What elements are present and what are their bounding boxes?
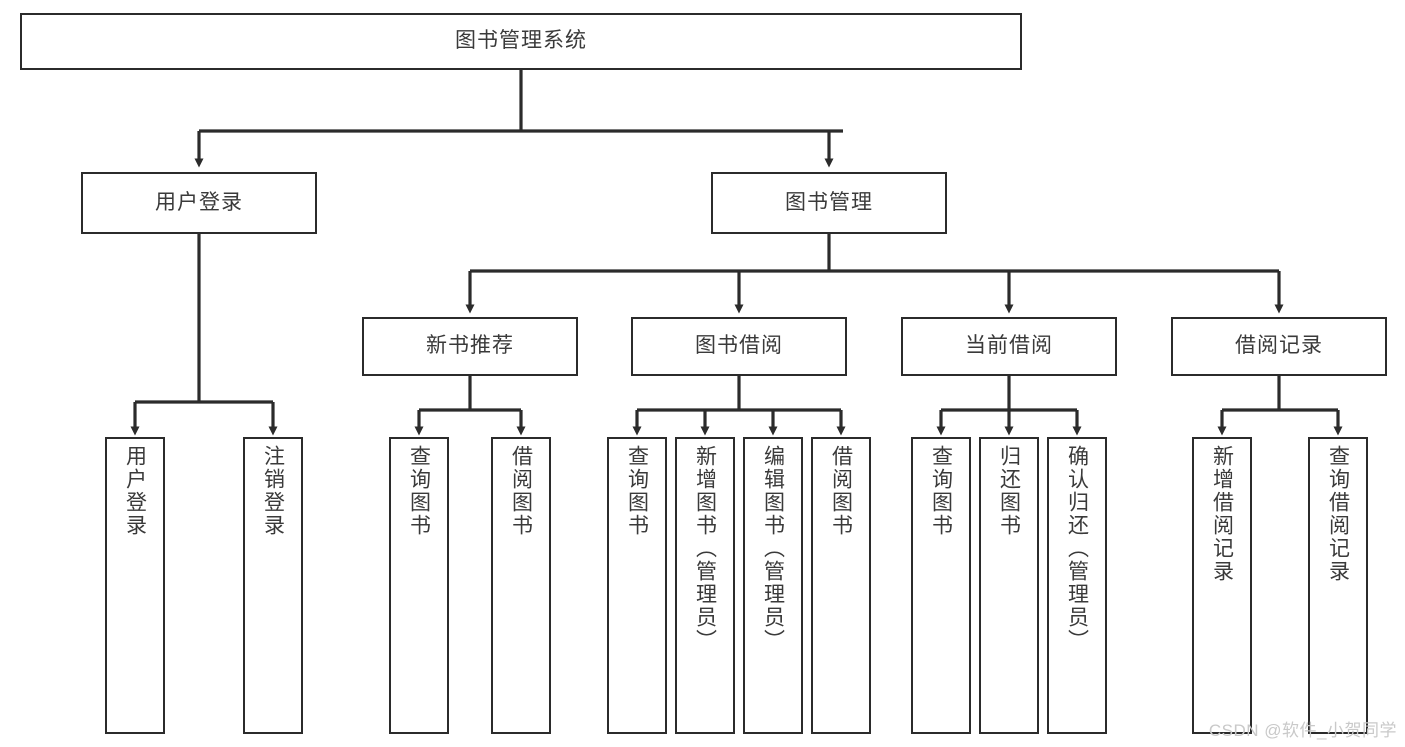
- node-leaf-borrow-book-2-label: 借阅图书: [829, 445, 853, 537]
- node-leaf-add-borrow-record[interactable]: 新增借阅记录: [1192, 437, 1252, 734]
- node-leaf-edit-book-admin[interactable]: 编辑图书（管理员）: [743, 437, 803, 734]
- node-new-book-recommend-label: 新书推荐: [426, 334, 514, 358]
- node-current-borrow[interactable]: 当前借阅: [901, 317, 1117, 376]
- node-book-manage[interactable]: 图书管理: [711, 172, 947, 234]
- node-leaf-query-book-1-label: 查询图书: [407, 445, 431, 537]
- node-leaf-user-login[interactable]: 用户登录: [105, 437, 165, 734]
- node-leaf-confirm-return-admin[interactable]: 确认归还（管理员）: [1047, 437, 1107, 734]
- node-borrow-record[interactable]: 借阅记录: [1171, 317, 1387, 376]
- node-root[interactable]: 图书管理系统: [20, 13, 1022, 70]
- node-borrow-record-label: 借阅记录: [1235, 334, 1323, 358]
- node-leaf-add-book-admin-label: 新增图书（管理员）: [693, 445, 717, 652]
- watermark-text: CSDN @软件_小贺同学: [1208, 721, 1397, 740]
- node-root-label: 图书管理系统: [455, 29, 587, 53]
- node-leaf-confirm-return-admin-label: 确认归还（管理员）: [1065, 445, 1089, 652]
- node-leaf-edit-book-admin-label: 编辑图书（管理员）: [761, 445, 785, 652]
- node-leaf-query-borrow-record-label: 查询借阅记录: [1326, 445, 1350, 583]
- node-leaf-borrow-book-1-label: 借阅图书: [509, 445, 533, 537]
- node-leaf-user-login-label: 用户登录: [123, 445, 147, 537]
- node-user-login-label: 用户登录: [155, 190, 243, 214]
- node-new-book-recommend[interactable]: 新书推荐: [362, 317, 578, 376]
- node-leaf-return-book[interactable]: 归还图书: [979, 437, 1039, 734]
- node-leaf-logout-label: 注销登录: [261, 445, 285, 537]
- node-user-login[interactable]: 用户登录: [81, 172, 317, 234]
- node-leaf-logout[interactable]: 注销登录: [243, 437, 303, 734]
- node-leaf-query-book-1[interactable]: 查询图书: [389, 437, 449, 734]
- node-book-manage-label: 图书管理: [785, 190, 873, 214]
- node-leaf-query-book-3[interactable]: 查询图书: [911, 437, 971, 734]
- node-leaf-add-book-admin[interactable]: 新增图书（管理员）: [675, 437, 735, 734]
- node-leaf-return-book-label: 归还图书: [997, 445, 1021, 537]
- node-book-borrow-label: 图书借阅: [695, 334, 783, 358]
- node-leaf-add-borrow-record-label: 新增借阅记录: [1210, 445, 1234, 583]
- node-current-borrow-label: 当前借阅: [965, 334, 1053, 358]
- node-leaf-query-book-2[interactable]: 查询图书: [607, 437, 667, 734]
- node-leaf-query-book-3-label: 查询图书: [929, 445, 953, 537]
- node-leaf-query-book-2-label: 查询图书: [625, 445, 649, 537]
- node-leaf-borrow-book-2[interactable]: 借阅图书: [811, 437, 871, 734]
- node-leaf-query-borrow-record[interactable]: 查询借阅记录: [1308, 437, 1368, 734]
- node-leaf-borrow-book-1[interactable]: 借阅图书: [491, 437, 551, 734]
- node-book-borrow[interactable]: 图书借阅: [631, 317, 847, 376]
